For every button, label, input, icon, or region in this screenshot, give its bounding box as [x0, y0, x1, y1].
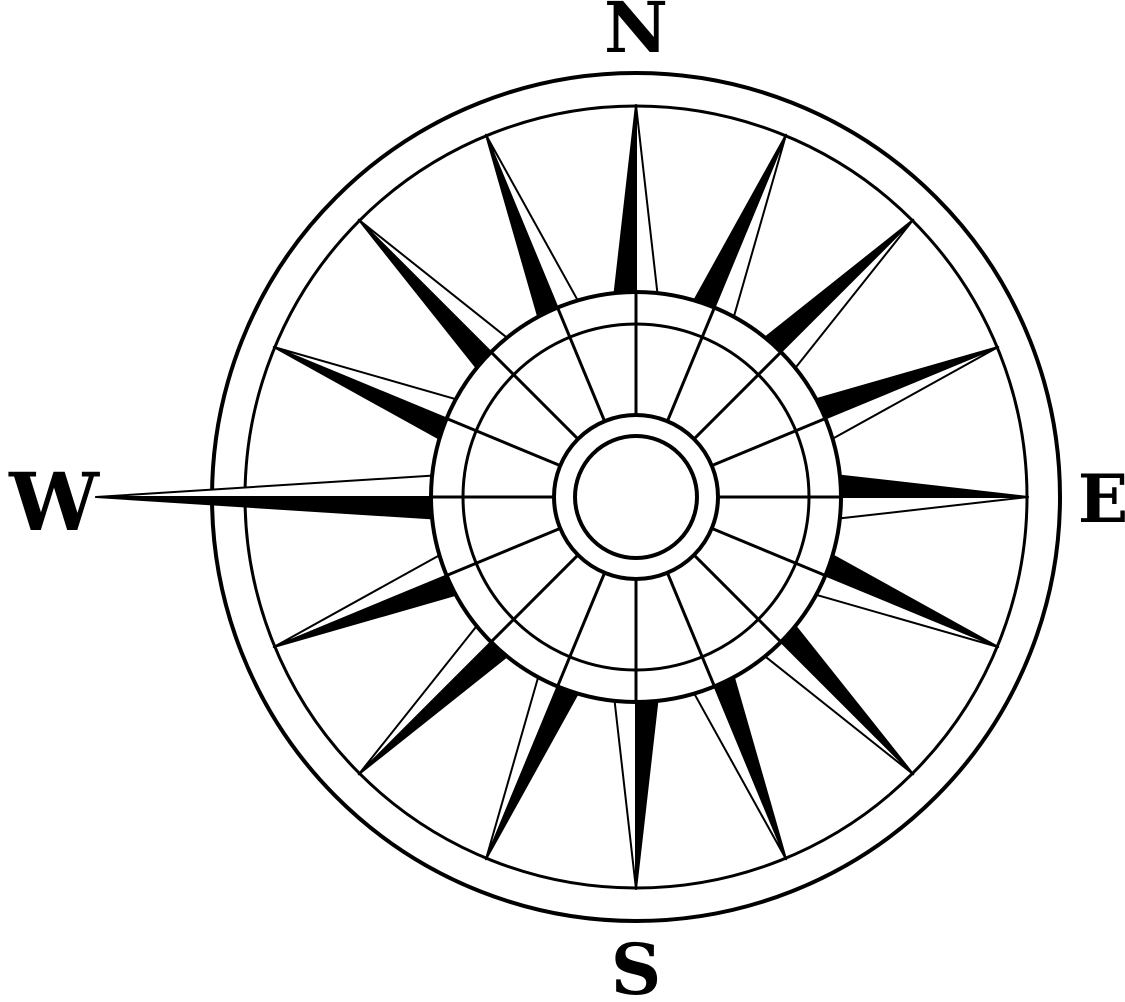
- hub-spoke: [665, 307, 716, 422]
- hub-center-ring: [573, 434, 699, 560]
- compass-point-shaded-half: [357, 635, 508, 776]
- compass-point-light-half: [484, 676, 562, 861]
- compass-point-light-half: [774, 218, 915, 369]
- compass-point-light-half: [272, 345, 457, 423]
- compass-point: [272, 345, 457, 440]
- compass-point-shaded-half: [613, 104, 637, 301]
- hub-spoke: [665, 572, 716, 687]
- hub-spoke: [446, 417, 561, 468]
- compass-point-light-half: [635, 104, 659, 301]
- hub-spoke: [446, 526, 561, 577]
- compass-point-shaded-half: [635, 693, 659, 890]
- compass-point-light-half: [357, 625, 498, 776]
- compass-point: [832, 474, 1029, 520]
- compass-point: [815, 345, 1000, 440]
- compass-point: [613, 104, 659, 301]
- compass-point-light-half: [832, 496, 1029, 520]
- compass-hub: [429, 290, 843, 704]
- compass-point-shaded-half: [774, 625, 915, 776]
- compass-point: [95, 474, 440, 520]
- compass-point-shaded-half: [832, 474, 1029, 498]
- compass-point: [357, 625, 508, 776]
- compass-point-light-half: [815, 571, 1000, 649]
- compass-point: [764, 625, 915, 776]
- compass-point: [764, 218, 915, 369]
- compass-points: [95, 104, 1029, 890]
- compass-point-light-half: [95, 474, 440, 498]
- compass-point-shaded-half: [95, 496, 440, 520]
- hub-spoke: [711, 417, 826, 468]
- hub-spoke: [556, 572, 607, 687]
- hub-spoke: [489, 553, 580, 644]
- compass-point: [693, 676, 788, 861]
- compass-point-light-half: [764, 635, 915, 776]
- label-east: E: [1078, 460, 1125, 538]
- compass-point: [272, 554, 457, 649]
- compass-point-light-half: [710, 133, 788, 318]
- compass-point-light-half: [357, 218, 508, 359]
- hub-spoke: [692, 350, 783, 441]
- compass-point: [693, 133, 788, 318]
- compass-point: [613, 693, 659, 890]
- hub-spoke: [692, 553, 783, 644]
- label-south: S: [611, 928, 662, 1002]
- compass-point: [484, 676, 579, 861]
- label-west: W: [8, 455, 100, 549]
- compass-point-shaded-half: [357, 218, 498, 369]
- compass-point: [357, 218, 508, 369]
- hub-spoke: [711, 526, 826, 577]
- hub-spoke: [489, 350, 580, 441]
- compass-point-light-half: [613, 693, 637, 890]
- label-north: N: [604, 0, 668, 69]
- compass-point-shaded-half: [764, 218, 915, 359]
- hub-spoke: [556, 307, 607, 422]
- compass-point: [484, 133, 579, 318]
- compass-point: [815, 554, 1000, 649]
